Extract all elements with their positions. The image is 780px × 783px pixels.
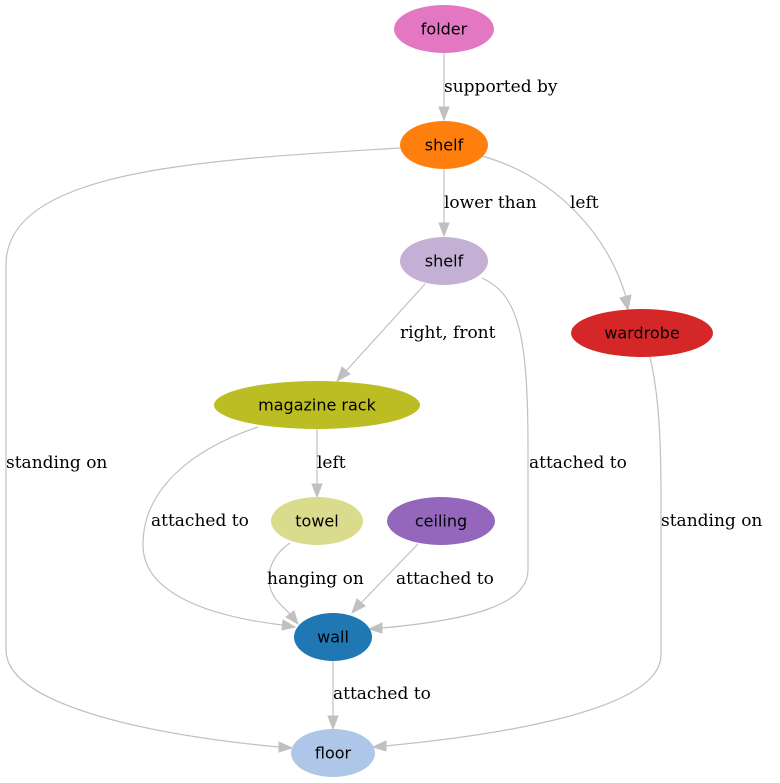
- edge-towel-wall: hanging on: [267, 542, 364, 626]
- node-magazine-rack: magazine rack: [214, 381, 420, 429]
- edge-label-shelf-shelf: lower than: [444, 193, 537, 213]
- node-wardrobe-label: wardrobe: [604, 324, 679, 343]
- edge-label-magazine-towel: left: [317, 453, 346, 473]
- node-wardrobe-shape: [571, 309, 713, 357]
- node-folder-shape: [394, 5, 494, 53]
- edge-label-towel-wall: hanging on: [267, 569, 364, 589]
- node-wall-label: wall: [317, 628, 349, 647]
- edge-label-shelf-magazine: right, front: [400, 323, 496, 343]
- node-shelf-mid: shelf: [400, 237, 488, 285]
- node-ceiling: ceiling: [387, 497, 495, 545]
- edge-ceiling-wall: attached to: [351, 543, 494, 615]
- edge-label-shelf-floor: standing on: [6, 453, 107, 473]
- edge-label-folder-shelf: supported by: [444, 77, 558, 97]
- node-floor-label: floor: [315, 744, 352, 763]
- edge-shelf-wall: attached to: [367, 277, 627, 634]
- node-towel-label: towel: [295, 512, 338, 531]
- edge-label-wall-floor: attached to: [333, 684, 431, 704]
- node-floor-shape: [291, 729, 375, 777]
- node-shelf-top-shape: [400, 121, 488, 169]
- edge-label-ceiling-wall: attached to: [396, 569, 494, 589]
- node-shelf-top-label: shelf: [425, 136, 464, 155]
- node-ceiling-shape: [387, 497, 495, 545]
- node-magazine-rack-label: magazine rack: [258, 396, 376, 415]
- node-towel: towel: [271, 497, 363, 545]
- edge-shelf-floor: standing on: [5, 147, 401, 753]
- edge-magazine-wall: attached to: [142, 426, 297, 631]
- node-folder: folder: [394, 5, 494, 53]
- node-shelf-top: shelf: [400, 121, 488, 169]
- edge-label-wardrobe-floor: standing on: [661, 511, 762, 531]
- node-ceiling-label: ceiling: [415, 512, 467, 531]
- edge-wall-floor: attached to: [327, 661, 431, 731]
- node-wardrobe: wardrobe: [571, 309, 713, 357]
- node-floor: floor: [291, 729, 375, 777]
- node-magazine-rack-shape: [214, 381, 420, 429]
- edge-folder-shelf: supported by: [438, 53, 558, 122]
- edge-label-magazine-wall: attached to: [151, 511, 249, 531]
- node-shelf-mid-label: shelf: [425, 252, 464, 271]
- node-folder-label: folder: [421, 20, 468, 39]
- node-wall-shape: [294, 613, 372, 661]
- edge-label-shelf-wall: attached to: [529, 453, 627, 473]
- edge-label-shelf-wardrobe: left: [570, 193, 599, 213]
- edge-wardrobe-floor: standing on: [371, 356, 762, 752]
- edge-magazine-towel: left: [311, 429, 346, 499]
- edge-shelf-shelf: lower than: [438, 169, 537, 238]
- edge-shelf-magazine: right, front: [336, 283, 496, 383]
- node-wall: wall: [294, 613, 372, 661]
- node-towel-shape: [271, 497, 363, 545]
- node-shelf-mid-shape: [400, 237, 488, 285]
- edge-shelf-wardrobe: left: [481, 155, 632, 312]
